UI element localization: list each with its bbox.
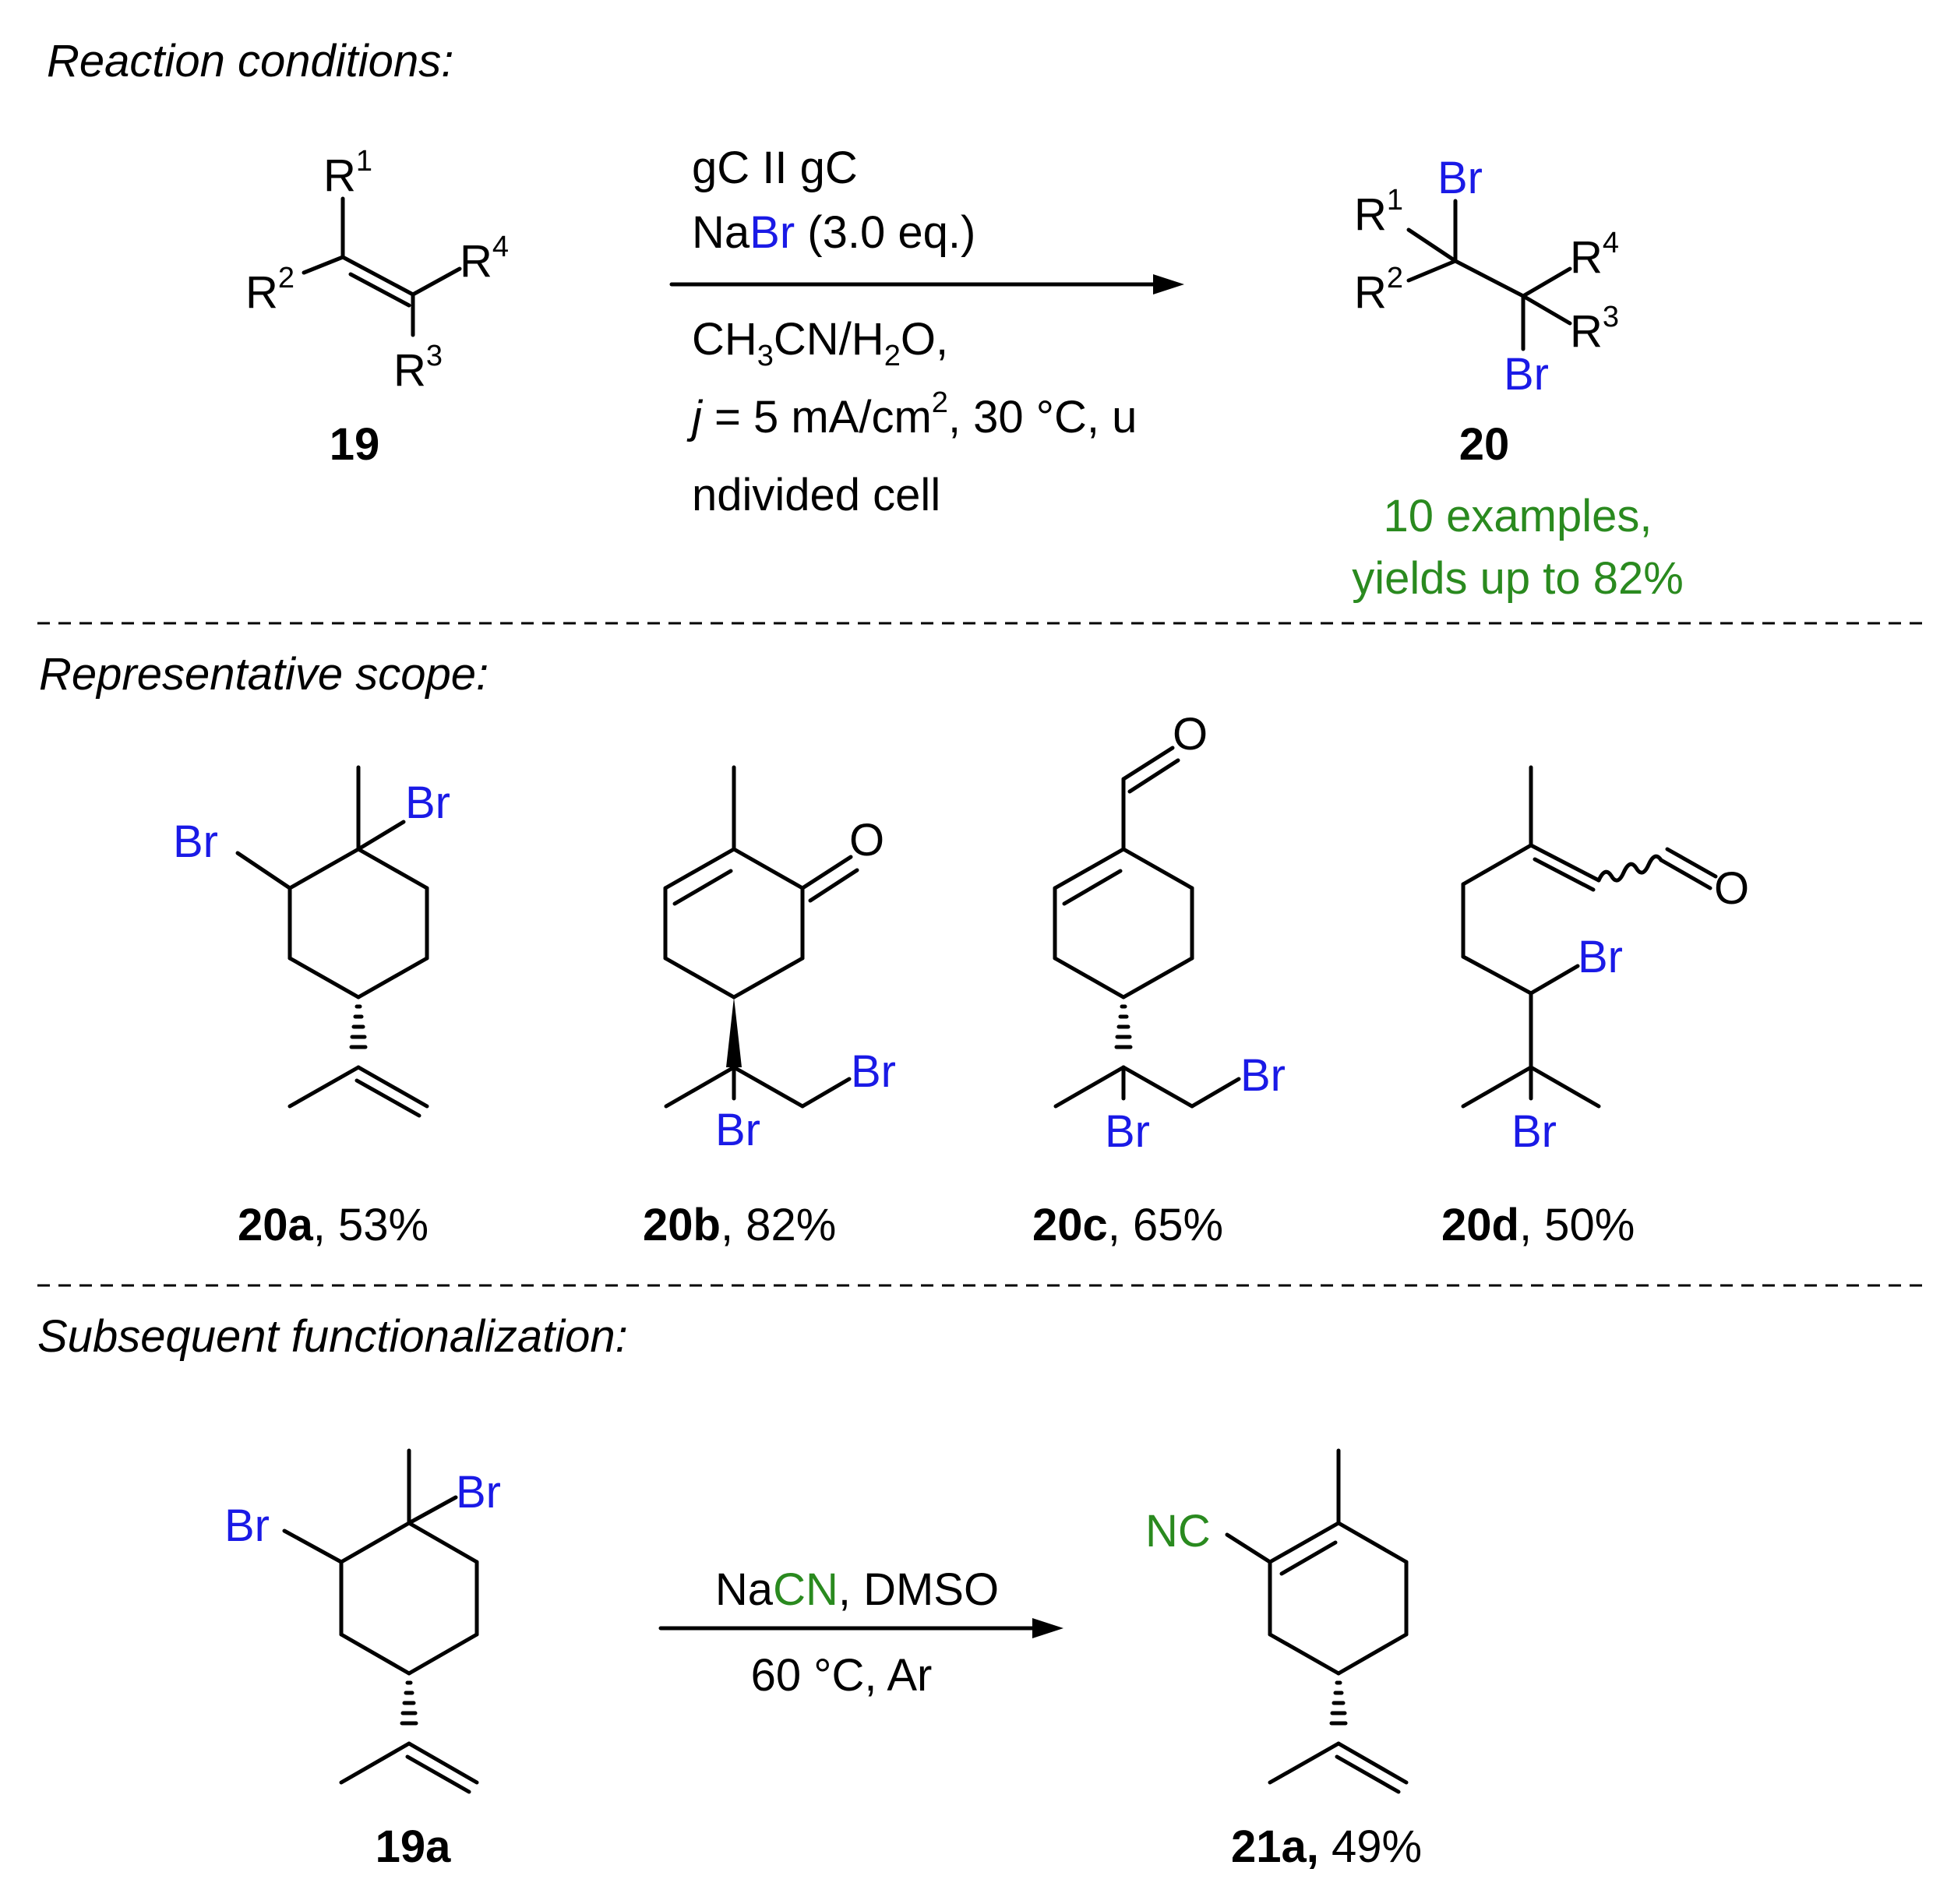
substituent-r3: R3 <box>393 340 443 396</box>
compound-20a-br-left: Br <box>173 816 218 867</box>
compound-20c-oxygen: O <box>1173 709 1208 760</box>
reaction-arrow-1-head <box>1153 274 1184 294</box>
compound-20d-br-bottom: Br <box>1511 1106 1557 1157</box>
compound-20d-caption: 20d, 50% <box>1441 1200 1635 1250</box>
compound-20c-br-bottom: Br <box>1105 1106 1150 1157</box>
substituent-r2: R2 <box>245 262 295 318</box>
compound-20b-structure <box>663 765 859 1109</box>
compound-20a-structure <box>235 765 429 1118</box>
product-20-r4: R4 <box>1570 227 1619 283</box>
product-20-r2: R2 <box>1354 262 1403 318</box>
reactant-19a-br-left: Br <box>224 1500 270 1551</box>
compound-label-19a: 19a <box>376 1821 452 1872</box>
compound-20b-oxygen: O <box>849 815 884 866</box>
compound-20d-oxygen: O <box>1714 863 1749 914</box>
substituent-r4: R4 <box>460 231 509 287</box>
compound-20a-caption: 20a, 53% <box>238 1200 429 1250</box>
conditions-current: j = 5 mA/cm2, 30 °C, u <box>686 386 1137 443</box>
reactant-19a-br-right: Br <box>456 1467 501 1518</box>
product-20-r1: R1 <box>1354 184 1403 240</box>
product-20-r3: R3 <box>1570 301 1619 357</box>
conditions-solvent: CH3CN/H2O, <box>692 314 948 372</box>
product-20-br-bottom: Br <box>1504 349 1549 400</box>
compound-20a-br-right: Br <box>405 777 450 828</box>
summary-yields: yields up to 82% <box>1352 553 1684 604</box>
compound-20b-br-right: Br <box>851 1046 896 1097</box>
product-21a-nitrile: NC <box>1145 1506 1211 1557</box>
reaction-arrow-2-head <box>1032 1618 1063 1638</box>
product-20-br-top: Br <box>1437 153 1483 203</box>
compound-label-19: 19 <box>330 419 380 470</box>
reactant-19a-structure <box>282 1448 479 1794</box>
product-21a-structure <box>1225 1448 1409 1794</box>
compound-20b-br-bottom: Br <box>715 1105 760 1155</box>
substituent-r1: R1 <box>323 145 372 201</box>
compound-20d-structure <box>1461 765 1718 1109</box>
header-representative-scope: Representative scope: <box>39 649 489 700</box>
summary-examples: 10 examples, <box>1384 491 1652 541</box>
compound-label-20: 20 <box>1459 419 1510 470</box>
compound-20c-structure <box>1053 746 1241 1109</box>
compound-20b-caption: 20b, 82% <box>643 1200 836 1250</box>
reactant-19-structure <box>302 196 462 337</box>
header-reaction-conditions: Reaction conditions: <box>47 36 453 86</box>
compound-20c-br-right: Br <box>1240 1050 1286 1101</box>
conditions-nacn: NaCN, DMSO <box>715 1564 999 1615</box>
conditions-electrodes: gC II gC <box>692 143 858 193</box>
compound-20b-wedge-bond <box>726 997 742 1067</box>
conditions-temperature: 60 °C, Ar <box>751 1650 933 1701</box>
conditions-cell: ndivided cell <box>692 470 940 520</box>
compound-21a-caption: 21a, 49% <box>1231 1821 1422 1872</box>
product-20-structure <box>1406 199 1572 351</box>
conditions-nabr: NaBr (3.0 eq.) <box>692 207 975 258</box>
compound-20c-caption: 20c, 65% <box>1032 1200 1223 1250</box>
header-subsequent-functionalization: Subsequent functionalization: <box>37 1311 628 1362</box>
compound-20d-br-right: Br <box>1578 932 1623 982</box>
